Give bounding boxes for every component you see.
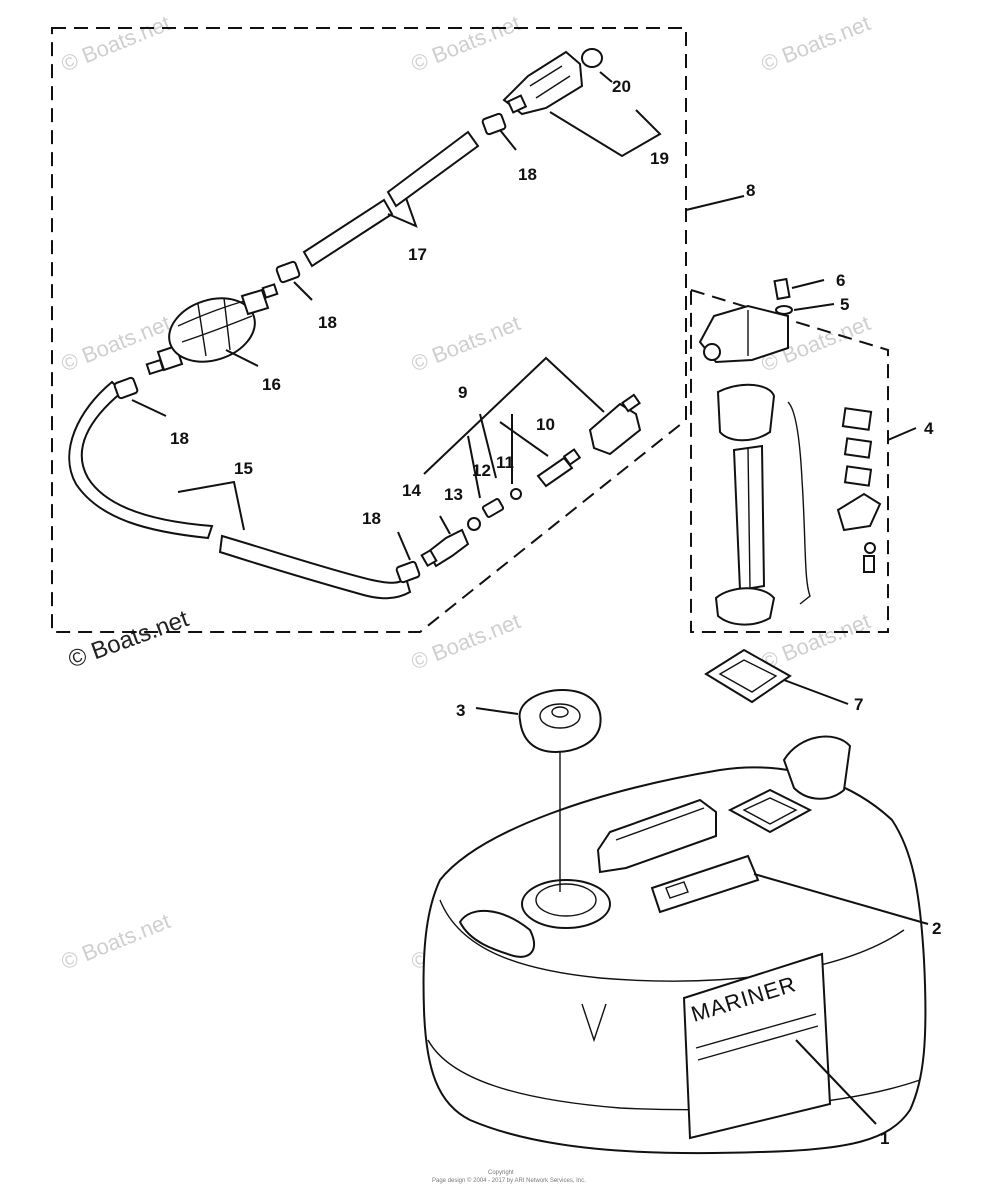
watermark: © Boats.net [408,10,524,76]
watermark: © Boats.net [758,10,874,76]
callout-7: 7 [854,695,863,714]
callout-10: 10 [536,415,555,434]
footer-notice: Page design © 2004 - 2017 by ARI Network… [432,1177,586,1184]
washer-13 [467,517,481,531]
o-ring-11 [510,488,522,500]
watermark: © Boats.net [408,310,524,376]
callout-11: 11 [496,453,514,472]
primer-bulb-16 [145,283,279,376]
callout-16: 16 [262,375,281,394]
callout-5: 5 [840,295,849,314]
callout-12: 12 [472,461,491,480]
callout-18: 18 [518,165,537,184]
gasket-7 [704,648,792,704]
check-valve-12 [481,498,505,518]
callout-3: 3 [456,701,465,720]
fuel-gauge-assembly-boundary [690,288,889,633]
tank-connector-19 [502,50,584,116]
engine-connector-9 [588,393,642,456]
callout-6: 6 [836,271,845,290]
fuel-cap-3 [518,688,602,754]
callout-13: 13 [444,485,463,504]
gauge-gaskets [836,407,882,573]
callout-18: 18 [362,509,381,528]
callout-2: 2 [932,919,941,938]
watermark: © Boats.net [408,608,524,674]
footer-copyright: Copyright [488,1170,514,1176]
o-ring-20 [581,48,603,68]
footer: Copyright Page design © 2004 - 2017 by A… [432,1170,586,1184]
watermark: © Boats.net [58,908,174,974]
watermark: © Boats.net [58,10,174,76]
callout-19: 19 [650,149,669,168]
callout-17: 17 [408,245,427,264]
callout-14: 14 [402,481,421,500]
watermark-main: © Boats.net [65,605,193,673]
watermark: © Boats.net [758,608,874,674]
callout-9: 9 [458,383,467,402]
fuel-gauge-assembly-4 [698,304,811,626]
callout-20: 20 [612,77,631,96]
leader-lines [131,71,929,1125]
fuel-hose-15 [68,380,412,600]
engine-fitting-14 [420,528,470,568]
fuel-line-assembly-boundary [51,27,687,633]
fuel-hose-17 [302,130,480,268]
hose-clamps-18 [113,112,507,584]
callout-1: 1 [880,1129,889,1148]
fitting-10 [536,448,582,488]
washer-5 [775,305,793,315]
callout-18: 18 [318,313,337,332]
callout-18: 18 [170,429,189,448]
callout-8: 8 [746,181,755,200]
screw-6 [773,277,791,301]
callout-4: 4 [924,419,934,438]
callout-numbers: 1 2 3 4 5 6 7 8 9 10 11 12 13 14 15 16 1… [170,77,941,1148]
callout-15: 15 [234,459,253,478]
fuel-tank-1: MARINER [422,735,927,1155]
